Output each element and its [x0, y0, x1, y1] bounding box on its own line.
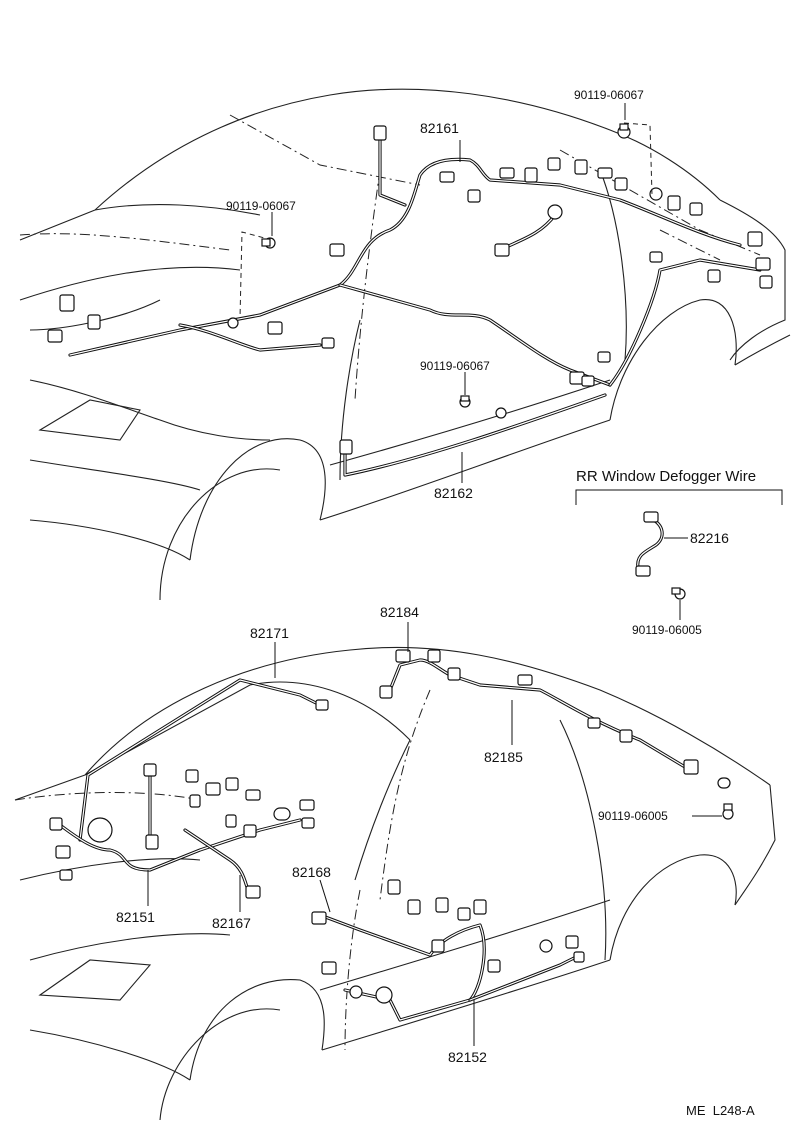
label-82151: 82151 — [116, 909, 155, 925]
label-82216: 82216 — [690, 530, 729, 546]
label-82152: 82152 — [448, 1049, 487, 1065]
label-clip-top-right: 90119-06067 — [574, 88, 644, 102]
clip-top-left-icon — [261, 237, 276, 249]
label-82184: 82184 — [380, 604, 419, 620]
clip-top-center-icon — [459, 395, 471, 408]
label-clip-bottom-right: 90119-06005 — [598, 809, 668, 823]
wire-82162 — [343, 393, 607, 477]
label-clip-defogger: 90119-06005 — [632, 623, 702, 637]
bottom-car-body — [14, 646, 776, 1121]
defogger-inset — [575, 489, 783, 620]
label-82161: 82161 — [420, 120, 459, 136]
clip-top-right-icon — [617, 123, 631, 139]
top-connectors — [47, 125, 773, 455]
labels: 82161 90119-06067 90119-06067 90119-0606… — [116, 88, 756, 1118]
top-clips — [239, 122, 653, 408]
wire-82171 — [78, 678, 322, 842]
label-clip-top-center: 90119-06067 — [420, 359, 490, 373]
label-82162: 82162 — [434, 485, 473, 501]
top-car-body — [19, 88, 791, 601]
defogger-connector-bottom — [635, 565, 651, 577]
clip-bottom-right-icon — [722, 803, 734, 820]
top-leaders — [271, 103, 626, 483]
wire-82152 — [318, 913, 582, 1022]
label-82167: 82167 — [212, 915, 251, 931]
label-82168: 82168 — [292, 864, 331, 880]
bottom-leaders — [147, 622, 722, 1046]
label-clip-top-left: 90119-06067 — [226, 199, 296, 213]
wire-82161 — [68, 138, 762, 387]
defogger-connector-top — [643, 511, 659, 523]
label-82185: 82185 — [484, 749, 523, 765]
label-82171: 82171 — [250, 625, 289, 641]
clip-defogger-icon — [671, 587, 686, 600]
defogger-section-title: RR Window Defogger Wire — [576, 468, 756, 485]
wire-82151 — [58, 768, 302, 872]
reference-code: ME L248-A — [686, 1103, 755, 1118]
wire-82184 — [388, 658, 692, 772]
bottom-connectors — [49, 649, 731, 1004]
